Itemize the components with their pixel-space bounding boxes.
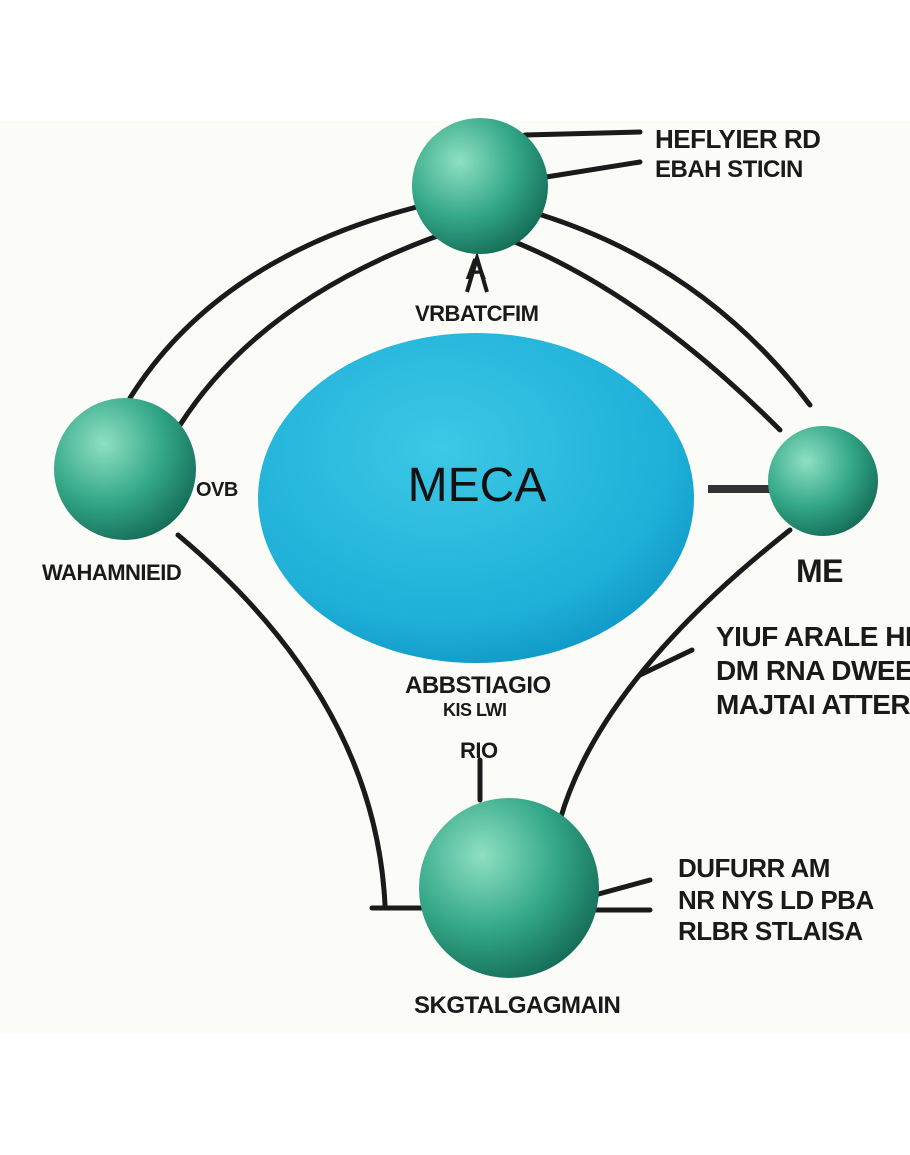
left-node-side-label: OVB xyxy=(196,479,238,501)
central-ellipse-title: MECA xyxy=(407,459,547,512)
right-label-line-3: MAJTAI ATTERY xyxy=(716,689,910,721)
right-node-caption: ME xyxy=(796,553,844,589)
right-to-bottom-curve xyxy=(557,527,793,823)
inner-arc-left xyxy=(177,232,443,428)
right-label-line-2: DM RNA DWEE xyxy=(716,655,910,687)
left-to-bottom-curve xyxy=(175,532,388,908)
top-label-leader-1 xyxy=(522,129,643,138)
top-label-leader-2 xyxy=(537,159,643,181)
center-small-label: RIO xyxy=(460,738,498,763)
top-arrow-label: A xyxy=(465,253,487,286)
top-right-label-1: HEFLYIER RD xyxy=(655,124,821,154)
inner-arc-right xyxy=(502,235,783,433)
left-node xyxy=(54,398,196,540)
bottom-right-label-block: DUFURR AM NR NYS LD PBA RLBR STLAISA xyxy=(678,853,874,948)
central-ellipse xyxy=(258,333,694,663)
bottom-right-line-2: NR NYS LD PBA xyxy=(678,884,874,915)
top-right-label-2: EBAH STICIN xyxy=(655,156,803,183)
bottom-right-line-1: DUFURR AM xyxy=(678,853,830,883)
bottom-label-leader-1 xyxy=(592,877,653,898)
center-caption-1: ABBSTIAGIO xyxy=(405,672,551,699)
outer-arc-left xyxy=(127,202,428,401)
right-node xyxy=(768,426,878,536)
left-node-caption: WAHAMNIEID xyxy=(42,560,182,585)
top-node xyxy=(412,118,548,254)
outer-arc-right xyxy=(522,207,813,408)
bottom-right-line-3: RLBR STLAISA xyxy=(678,916,863,947)
top-node-caption: VRBATCFIM xyxy=(415,301,539,326)
bottom-node xyxy=(419,798,599,978)
right-label-leader xyxy=(637,647,695,678)
top-arrow-mark xyxy=(465,250,489,293)
bottom-node-caption: SKGTALGAGMAIN xyxy=(414,992,621,1019)
center-caption-2: KIS LWI xyxy=(443,700,507,720)
right-label-line-1: YIUF ARALE HR xyxy=(716,621,910,652)
right-label-block: YIUF ARALE HR DM RNA DWEE MAJTAI ATTERY xyxy=(716,620,910,722)
